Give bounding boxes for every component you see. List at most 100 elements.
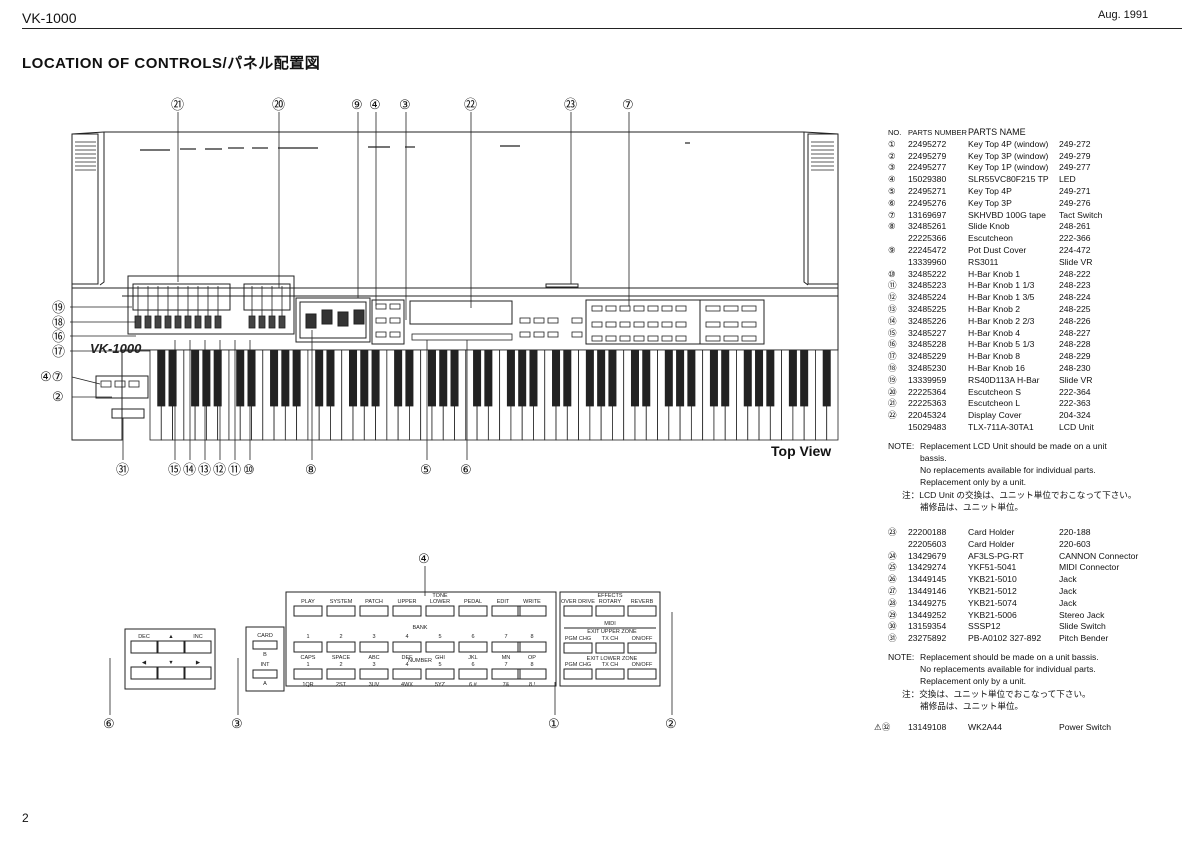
- part-name: H-Bar Knob 5 1/3: [968, 339, 1035, 350]
- black-key: [608, 349, 617, 407]
- card-label: CARD: [257, 633, 273, 639]
- part-number: 32485229: [908, 351, 947, 362]
- black-key: [371, 349, 380, 407]
- black-key: [281, 349, 290, 407]
- black-key: [394, 349, 403, 407]
- bank-3: 3: [372, 634, 375, 640]
- part-code: 248-223: [1059, 280, 1091, 291]
- part-code: 248-228: [1059, 339, 1091, 350]
- part-no: ⑩: [888, 268, 896, 279]
- callouts-left: ⑲ ⑱ ⑯ ⑰ ④⑦ ②: [40, 300, 65, 404]
- part-number: 13169697: [908, 209, 947, 220]
- note-1: NOTE: Replacement LCD Unit should be mad…: [888, 440, 1178, 513]
- nav-button-left: ◀: [142, 660, 147, 666]
- part-name: YKB21-5074: [968, 597, 1017, 608]
- part-number: 13449275: [908, 597, 947, 608]
- nav-button-dec: DEC: [138, 634, 150, 640]
- part-name: Key Top 1P (window): [968, 162, 1049, 173]
- page-number: 2: [22, 811, 29, 825]
- bank-sub-5: GHI: [435, 655, 445, 661]
- part-code: 220-188: [1059, 526, 1091, 537]
- keyboard-keys: [149, 349, 839, 441]
- note-1-jp: 注：LCD Unit の交換は、ユニット単位でおこなって下さい。: [902, 489, 1137, 500]
- number-3: 3: [372, 662, 375, 668]
- midi-tx-ch-upper: TX CH: [602, 636, 619, 642]
- note-2: NOTE: Replacement should be made on a un…: [888, 651, 1178, 712]
- part-number: 22495277: [908, 162, 947, 173]
- header-no: NO.: [888, 128, 902, 137]
- part-no: ①: [888, 138, 896, 149]
- mode-system: SYSTEM: [330, 599, 353, 605]
- callout: ⑨: [351, 97, 363, 112]
- callout: ⑪: [228, 462, 241, 477]
- part-no: ㉚: [888, 621, 897, 632]
- part-name: H-Bar Knob 1 1/3: [968, 280, 1035, 291]
- midi-on-off-upper: ON/OFF: [632, 636, 653, 642]
- effects-reverb: REVERB: [631, 599, 654, 605]
- int-a-label: A: [263, 681, 267, 687]
- black-key: [721, 349, 730, 407]
- number-sub-4: 4WX: [401, 682, 413, 688]
- part-name: WK2A44: [968, 721, 1002, 732]
- bank-sub-2: SPACE: [332, 655, 351, 661]
- number-2: 2: [339, 662, 342, 668]
- mode-lower: LOWER: [430, 599, 450, 605]
- black-key: [563, 349, 572, 407]
- number-sub-1: 1QR: [302, 682, 313, 688]
- part-number: 22225366: [908, 233, 947, 244]
- spacer: [888, 712, 1178, 722]
- black-key: [552, 349, 561, 407]
- black-key: [247, 349, 256, 407]
- callout: ⑮: [168, 462, 181, 477]
- part-name: YKB21-5012: [968, 585, 1017, 596]
- part-no: ㉓: [888, 526, 897, 537]
- part-code: CANNON Connector: [1059, 550, 1139, 561]
- part-name: Slide Knob: [968, 221, 1010, 232]
- callouts-top: ㉑ ⑳ ⑨ ④ ③ ㉒ ㉓ ⑦: [171, 97, 634, 112]
- header-name: PARTS NAME: [968, 127, 1026, 137]
- part-code: 204-324: [1059, 410, 1091, 421]
- mode-write: WRITE: [523, 599, 541, 605]
- part-code: LED: [1059, 174, 1076, 185]
- part-number: 32485230: [908, 362, 947, 373]
- note-2-jp: 注：交換は、ユニット単位でおこなって下さい。: [902, 688, 1091, 699]
- part-code: 220-603: [1059, 538, 1091, 549]
- part-number: 13429679: [908, 550, 947, 561]
- part-number: 13449145: [908, 574, 947, 585]
- part-code: 222-364: [1059, 386, 1091, 397]
- callout: ⑥: [460, 462, 472, 477]
- black-key: [450, 349, 459, 407]
- mode-patch: PATCH: [365, 599, 383, 605]
- mode-pedal: PEDAL: [464, 599, 482, 605]
- part-number: 32485224: [908, 292, 947, 303]
- black-key: [529, 349, 538, 407]
- part-number: 15029483: [908, 421, 947, 432]
- black-key: [270, 349, 279, 407]
- part-no: ⑧: [888, 221, 896, 232]
- part-no: ⑲: [888, 374, 897, 385]
- number-sub-2: 2ST: [336, 682, 347, 688]
- part-number: 32485222: [908, 268, 947, 279]
- part-name: Card Holder: [968, 526, 1015, 537]
- black-key: [213, 349, 222, 407]
- part-no: ②: [888, 150, 896, 161]
- slide-vrs: [305, 309, 365, 329]
- part-no: ⑰: [888, 351, 897, 362]
- black-key: [236, 349, 245, 407]
- callout: ㉛: [116, 462, 129, 477]
- part-name: Key Top 4P (window): [968, 138, 1049, 149]
- black-key: [630, 349, 639, 407]
- black-key: [360, 349, 369, 407]
- keyboard-diagram: VK-1000 ㉑ ⑳ ⑨ ④ ③ ㉒ ㉓ ⑦ ⑲ ⑱ ⑯ ⑰ ④⑦ ②: [40, 97, 839, 731]
- black-key: [800, 349, 809, 407]
